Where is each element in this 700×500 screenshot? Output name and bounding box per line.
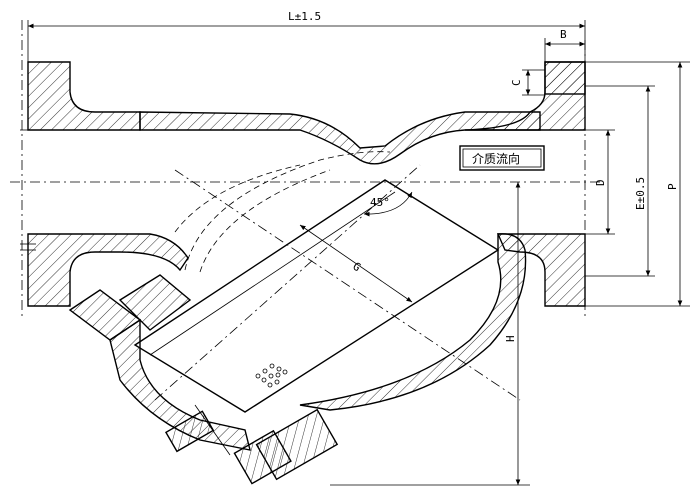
dim-bolt-circle-label: E±0.5 xyxy=(634,177,647,210)
screen-holes xyxy=(255,363,288,388)
dim-flange-thickness-label: B xyxy=(560,28,567,41)
dim-screen-length: G xyxy=(299,224,413,303)
dim-bolt-circle: E±0.5 xyxy=(585,85,655,277)
dim-raised-face-label: C xyxy=(510,79,523,86)
bottom-cover xyxy=(233,408,339,485)
flow-direction: 介质流向 xyxy=(459,145,545,171)
dim-bore: D xyxy=(585,129,615,235)
dim-length-label: L±1.5 xyxy=(288,10,321,23)
body-bottom-wall xyxy=(299,233,527,411)
left-flange xyxy=(20,61,189,307)
right-flange xyxy=(464,61,586,307)
hidden-lines xyxy=(174,151,391,273)
dim-bore-label: D xyxy=(594,179,607,186)
dim-length: L±1.5 xyxy=(27,10,586,62)
dim-outer-diameter-label: P xyxy=(666,183,679,190)
angle-label: 45° xyxy=(370,196,390,209)
drain-plug xyxy=(164,404,231,456)
angle-annotation: 45° xyxy=(363,191,413,217)
dim-raised-face: C xyxy=(510,69,545,96)
dim-height-label: H xyxy=(504,335,517,342)
dim-height: H xyxy=(330,182,530,486)
center-lines xyxy=(10,20,600,401)
dim-outer-diameter: P xyxy=(585,61,690,307)
flow-direction-label: 介质流向 xyxy=(472,151,520,166)
dim-flange-thickness: B xyxy=(544,28,585,62)
